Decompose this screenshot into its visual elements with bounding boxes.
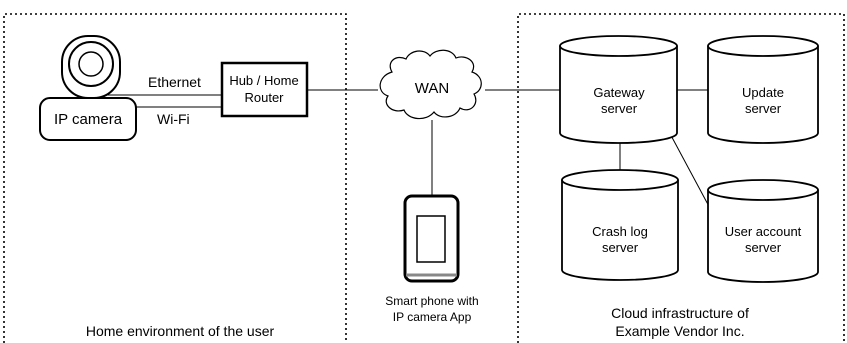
camera-lens-inner: [78, 51, 104, 77]
crash-cylinder-body: [561, 180, 679, 281]
gateway-account-link: [666, 127, 713, 213]
wifi-label: Wi-Fi: [157, 111, 190, 127]
ethernet-label: Ethernet: [148, 74, 201, 90]
wan-label: WAN: [415, 80, 449, 97]
account-label-line1: User account: [725, 224, 802, 239]
crash-label-line2: server: [602, 240, 639, 255]
camera-base: [39, 97, 137, 141]
connections: [102, 89, 713, 213]
gateway-label-line1: Gateway: [593, 85, 645, 100]
gateway-cylinder-top: [559, 35, 678, 57]
update-label-line1: Update: [742, 85, 784, 100]
account-label-line2: server: [745, 240, 782, 255]
home-zone-caption: Home environment of the user: [86, 323, 275, 339]
gateway-label-line2: server: [601, 101, 638, 116]
gateway-cylinder-body: [559, 46, 678, 144]
cloud-icon: [379, 49, 482, 120]
update-cylinder-body: [707, 46, 819, 144]
account-cylinder-body: [707, 190, 819, 283]
home-environment-zone: [3, 13, 347, 343]
ip-camera-device: IP camera: [39, 35, 137, 141]
cloud-zone-caption-line2: Example Vendor Inc.: [615, 323, 744, 339]
hub-router-box: [220, 61, 309, 118]
phone-label-line1: Smart phone with: [385, 294, 478, 308]
hub-router-device: Hub / Home Router: [220, 61, 309, 118]
hub-router-label-line2: Router: [244, 90, 284, 105]
account-cylinder-top: [707, 179, 819, 201]
crash-label-line1: Crash log: [592, 224, 648, 239]
cloud-infrastructure-zone: [517, 13, 845, 343]
smartphone-device: Smart phone with IP camera App: [385, 194, 479, 324]
update-label-line2: server: [745, 101, 782, 116]
user-account-server: User account server: [707, 179, 819, 283]
phone-screen: [416, 215, 446, 263]
wan-cloud: WAN: [379, 49, 482, 120]
crash-cylinder-top: [561, 169, 679, 191]
phone-label-line2: IP camera App: [393, 310, 472, 324]
ip-camera-label: IP camera: [54, 111, 123, 128]
update-server: Update server: [707, 35, 819, 144]
hub-router-label-line1: Hub / Home: [229, 73, 298, 88]
crash-log-server: Crash log server: [561, 169, 679, 281]
gateway-server: Gateway server: [559, 35, 678, 144]
cloud-zone-caption-line1: Cloud infrastructure of: [611, 305, 749, 321]
update-cylinder-top: [707, 35, 819, 57]
